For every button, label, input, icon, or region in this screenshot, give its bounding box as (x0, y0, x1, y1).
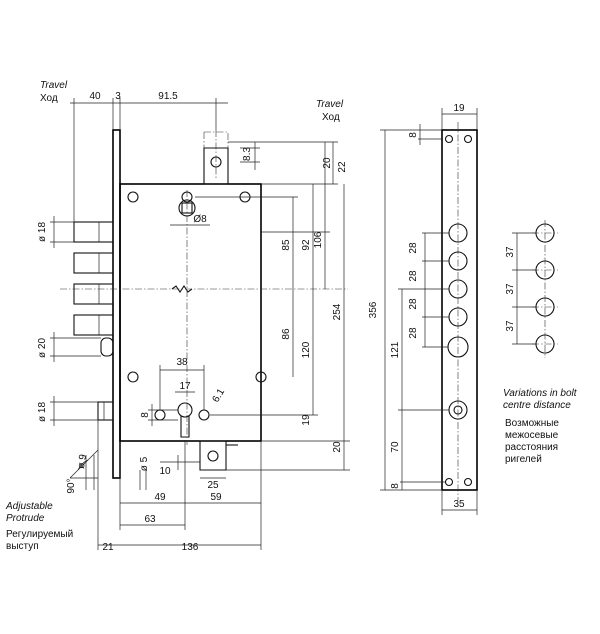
faceplate-view (380, 108, 478, 515)
variations-label-en-2: centre distance (503, 400, 571, 411)
dim-49: 49 (154, 492, 166, 503)
dim-90-deg: 90° (66, 478, 77, 493)
dim-22: 22 (337, 161, 348, 173)
dim-37-a: 37 (505, 246, 516, 258)
adjustable-label-ru: Регулируемый (6, 529, 73, 540)
dim-20-bottom: 20 (332, 441, 343, 453)
dim-3: 3 (115, 91, 121, 102)
upper-bracket (203, 147, 229, 185)
dim-28-b: 28 (408, 270, 419, 282)
mounting-hole (127, 191, 139, 203)
mounting-hole (255, 371, 267, 383)
adjustable-label-en: Adjustable (5, 501, 53, 512)
dim-70: 70 (390, 441, 401, 453)
variations-label-en: Variations in bolt (503, 388, 578, 399)
variations-label-ru-3: расстояния (505, 442, 558, 453)
travel-label-ru-right: Ход (322, 112, 340, 123)
dim-dia5: ø 5 (139, 456, 150, 471)
dim-19-top: 19 (453, 103, 465, 114)
dim-28-c: 28 (408, 298, 419, 310)
bolt-group (73, 221, 114, 336)
adjustable-label-ru-2: выступ (6, 541, 39, 552)
dim-dia18-top: ø 18 (37, 222, 48, 242)
dim-10: 10 (159, 466, 171, 477)
dim-59: 59 (210, 492, 222, 503)
travel-label-en-right: Travel (316, 99, 344, 110)
lower-bracket (199, 440, 227, 471)
dim-20-top: 20 (322, 157, 333, 169)
dim-37-c: 37 (505, 320, 516, 332)
faceplate (112, 129, 121, 479)
dim-120: 120 (301, 341, 312, 358)
adjustable-label-en-2: Protrude (6, 513, 45, 524)
travel-label-en: Travel (40, 80, 68, 91)
dim-91-5: 91.5 (158, 91, 178, 102)
dim-8-cylinder: 8 (140, 412, 151, 418)
dim-356: 356 (368, 301, 379, 318)
latch (100, 337, 114, 357)
dim-21: 21 (102, 542, 114, 553)
dim-8-3: 8.3 (242, 147, 253, 161)
dim-dia20: ø 20 (37, 338, 48, 358)
bolt-variations (512, 220, 558, 358)
dim-106: 106 (313, 231, 324, 248)
dim-85: 85 (281, 239, 292, 251)
cylinder-hole (177, 402, 193, 418)
lower-bolt (97, 401, 114, 421)
dim-63: 63 (144, 514, 156, 525)
dim-17: 17 (179, 381, 191, 392)
lock-case (119, 183, 262, 442)
dim-28-a: 28 (408, 242, 419, 254)
dim-136: 136 (182, 542, 199, 553)
dim-121: 121 (390, 341, 401, 358)
dim-dia9: ø 9 (76, 453, 89, 470)
mounting-hole (127, 371, 139, 383)
dim-28-d: 28 (408, 327, 419, 339)
dim-25: 25 (207, 480, 219, 491)
dim-38: 38 (176, 357, 188, 368)
dim-8-bottom: 8 (390, 483, 401, 489)
variations-label-ru: Возможные (505, 418, 559, 429)
dim-dia18-bottom: ø 18 (37, 402, 48, 422)
mounting-hole (198, 409, 210, 421)
dim-35: 35 (453, 499, 465, 510)
dim-dia8: Ø8 (193, 214, 207, 225)
faceplate-strip (441, 129, 478, 491)
travel-label-ru: Ход (40, 93, 58, 104)
dim-92: 92 (301, 239, 312, 251)
dim-37-b: 37 (505, 283, 516, 295)
dim-19-bottom: 19 (301, 414, 312, 426)
dim-86: 86 (281, 328, 292, 340)
variations-label-ru-2: межосевые (505, 430, 559, 441)
dim-6-1: 6.1 (211, 387, 228, 405)
mounting-hole (154, 409, 166, 421)
dim-40: 40 (89, 91, 101, 102)
dimension-lines-left (50, 98, 350, 550)
variations-label-ru-4: ригелей (505, 454, 542, 465)
dim-8-top: 8 (408, 132, 419, 138)
dim-254: 254 (332, 303, 343, 320)
